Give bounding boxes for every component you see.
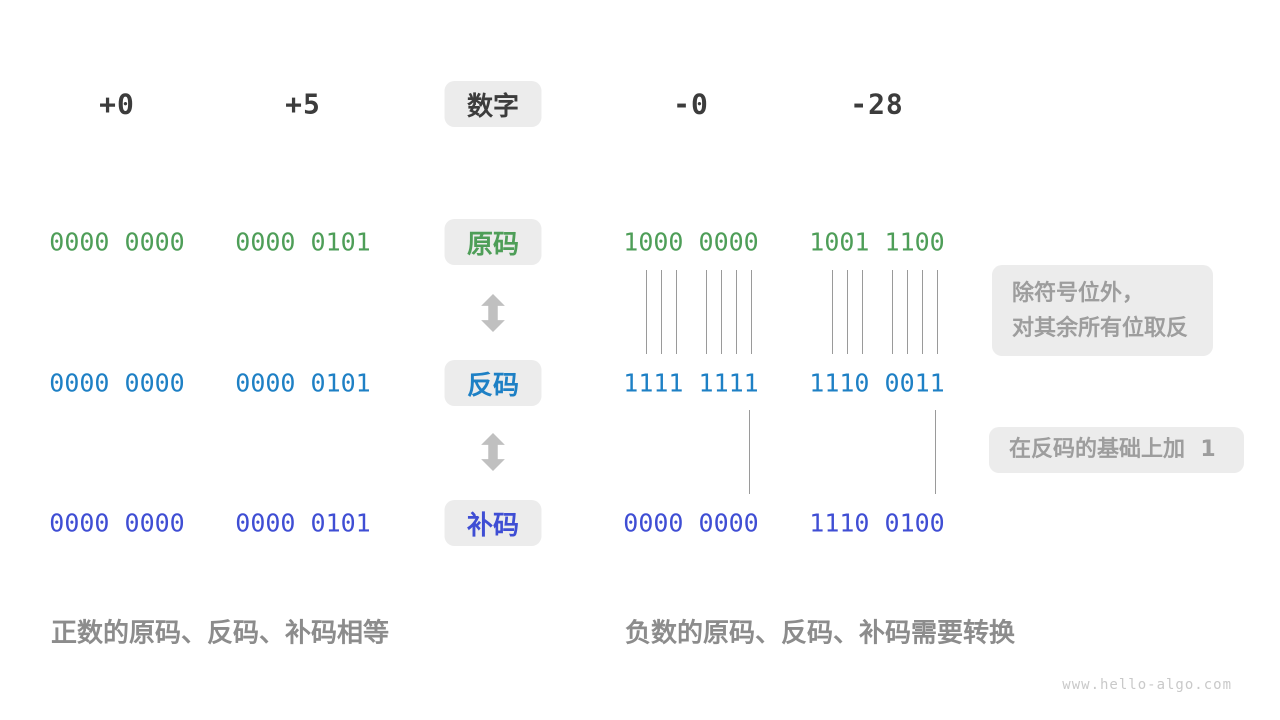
ones-complement-label-chip: 反码 xyxy=(444,360,542,406)
negative-numbers-caption: 负数的原码、反码、补码需要转换 xyxy=(624,618,1016,649)
bit-line xyxy=(706,270,707,354)
header-plus-zero: +0 xyxy=(99,87,135,121)
bit-line xyxy=(847,270,848,354)
bit-line xyxy=(751,270,752,354)
ones-complement-minus-28: 1110 0011 xyxy=(809,368,945,398)
bit-line xyxy=(937,270,938,354)
sign-magnitude-minus-28: 1001 1100 xyxy=(809,227,945,257)
header-plus-five: +5 xyxy=(285,87,321,121)
up-down-arrow-icon xyxy=(478,433,508,471)
bit-line xyxy=(661,270,662,354)
bit-line xyxy=(922,270,923,354)
up-down-arrow-icon xyxy=(478,294,508,332)
twos-complement-plus-zero: 0000 0000 xyxy=(49,508,185,538)
positive-numbers-caption: 正数的原码、反码、补码相等 xyxy=(50,618,390,649)
header-minus-28: -28 xyxy=(850,87,904,121)
site-watermark: www.hello-algo.com xyxy=(1062,677,1232,693)
twos-complement-plus-five: 0000 0101 xyxy=(235,508,371,538)
sign-magnitude-minus-zero: 1000 0000 xyxy=(623,227,759,257)
invert-bits-annotation-line1: 除符号位外， xyxy=(1012,280,1145,306)
bit-line xyxy=(935,410,936,494)
bit-line xyxy=(736,270,737,354)
bit-line xyxy=(832,270,833,354)
add-one-annotation: 在反码的基础上加 1 xyxy=(989,427,1244,473)
bit-line xyxy=(907,270,908,354)
bit-line xyxy=(646,270,647,354)
sign-magnitude-plus-five: 0000 0101 xyxy=(235,227,371,257)
twos-complement-minus-zero: 0000 0000 xyxy=(623,508,759,538)
invert-bits-annotation-line2: 对其余所有位取反 xyxy=(1012,315,1189,341)
sign-magnitude-label-chip: 原码 xyxy=(444,219,542,265)
digit-label-chip: 数字 xyxy=(444,81,542,127)
sign-magnitude-plus-zero: 0000 0000 xyxy=(49,227,185,257)
twos-complement-minus-28: 1110 0100 xyxy=(809,508,945,538)
invert-bits-annotation: 除符号位外， 对其余所有位取反 xyxy=(992,265,1213,356)
bit-line xyxy=(862,270,863,354)
add-one-annotation-text: 在反码的基础上加 1 xyxy=(1009,437,1216,462)
ones-complement-minus-zero: 1111 1111 xyxy=(623,368,759,398)
bit-line xyxy=(892,270,893,354)
bit-line xyxy=(749,410,750,494)
bit-line xyxy=(721,270,722,354)
ones-complement-plus-five: 0000 0101 xyxy=(235,368,371,398)
ones-complement-plus-zero: 0000 0000 xyxy=(49,368,185,398)
bit-line xyxy=(676,270,677,354)
header-minus-zero: -0 xyxy=(673,87,709,121)
twos-complement-label-chip: 补码 xyxy=(444,500,542,546)
